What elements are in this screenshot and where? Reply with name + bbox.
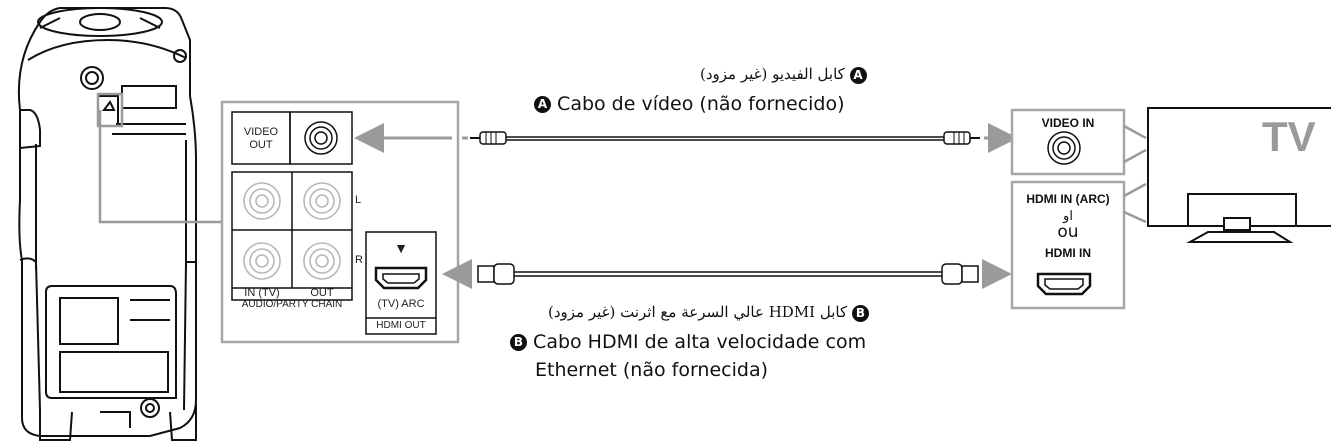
- hdmi-out-label: HDMI OUT: [376, 320, 426, 331]
- tv-callout-lines: [1123, 124, 1147, 224]
- in-tv-label: IN (TV): [244, 287, 280, 299]
- speaker-panel-frame: [220, 100, 460, 344]
- left-channel-label: L: [355, 194, 362, 206]
- video-out-label-line1: VIDEO: [243, 126, 279, 138]
- video-out-label-line2: OUT: [249, 139, 273, 151]
- speaker-illustration: [17, 7, 197, 441]
- video-in-label: VIDEO IN: [1041, 116, 1095, 130]
- tv-hdmi-in-panel: [1010, 180, 1126, 310]
- cable-a-arabic-label: A كابل الفيديو (غير مزود): [700, 65, 1030, 84]
- or-portuguese-label: ou: [1057, 222, 1079, 242]
- speaker-panel-jacks: [231, 111, 353, 301]
- speaker-hdmi-port: [365, 231, 437, 335]
- tv-arc-label: (TV) ARC: [377, 298, 425, 310]
- badge-a-icon: A: [534, 96, 551, 113]
- right-channel-label: R: [355, 254, 363, 266]
- cable-b-arabic-label: B كابل HDMI عالي السرعة مع اثرنت (غير مز…: [548, 303, 1018, 322]
- badge-b-icon: B: [510, 334, 527, 351]
- badge-b-icon: B: [851, 304, 869, 322]
- tv-illustration: [1147, 107, 1331, 243]
- video-out-label: VIDEO OUT: [232, 126, 290, 152]
- cable-b-portuguese-line2: Ethernet (não fornecida): [535, 359, 769, 381]
- audio-out-label: OUT: [310, 287, 334, 299]
- cable-a-video: [354, 123, 1018, 153]
- badge-a-icon: A: [849, 66, 867, 84]
- port-callout-bracket: [96, 92, 222, 224]
- audio-rca-jacks: [243, 182, 341, 280]
- tv-label: TV: [1262, 113, 1316, 160]
- cable-a-arabic-text: كابل الفيديو (غير مزود): [700, 65, 845, 83]
- hdmi-arrow-icon: ▼: [394, 240, 408, 256]
- or-arabic-label: او: [1063, 209, 1073, 224]
- cable-b-portuguese-line1: Cabo HDMI de alta velocidade com: [533, 331, 867, 353]
- audio-party-chain-label: AUDIO/PARTY CHAIN: [241, 299, 343, 310]
- cable-b-arabic-text: كابل HDMI عالي السرعة مع اثرنت (غير مزود…: [548, 303, 848, 321]
- cable-a-portuguese-label: A Cabo de vídeo (não fornecido): [534, 93, 845, 115]
- cable-b-hdmi: [442, 259, 1012, 289]
- cable-b-portuguese-label: B Cabo HDMI de alta velocidade com: [510, 331, 866, 353]
- hdmi-in-label: HDMI IN: [1045, 246, 1091, 260]
- cable-a-portuguese-text: Cabo de vídeo (não fornecido): [557, 93, 845, 115]
- hdmi-in-arc-label: HDMI IN (ARC): [1026, 192, 1110, 206]
- tv-video-in-panel: [1010, 108, 1126, 176]
